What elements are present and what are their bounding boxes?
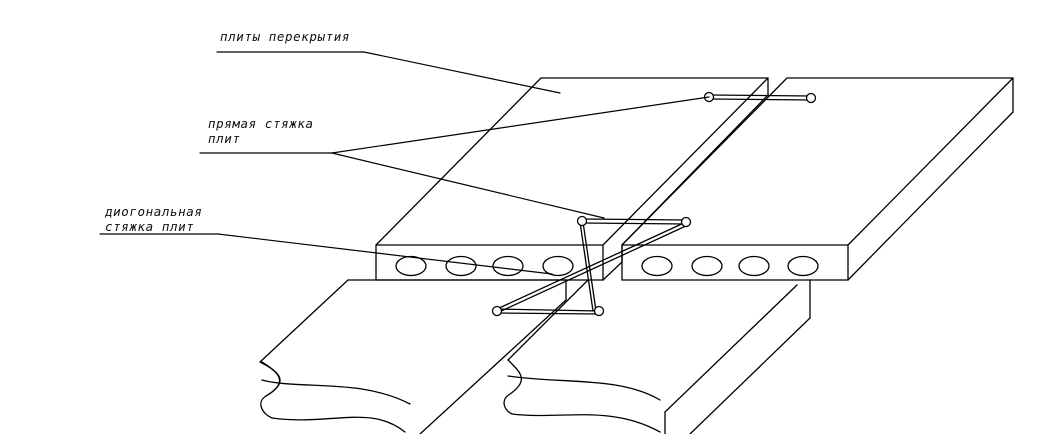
label-floor-slabs-text: плиты перекрытия: [220, 29, 351, 44]
diagonal-tie: [493, 217, 691, 316]
slab-right-cores: [642, 257, 818, 276]
label-straight-tie-line1: прямая стяжка: [208, 116, 314, 131]
leader-slabs: [217, 52, 560, 93]
label-diagonal-tie-line2: стяжка плит: [105, 219, 195, 234]
label-floor-slabs: плиты перекрытия: [220, 29, 350, 44]
slab-right: [622, 78, 1013, 280]
slab-left-cores: [396, 257, 573, 276]
leader-diagonal-tie: [100, 234, 552, 274]
straight-tie-top: [705, 93, 816, 103]
label-straight-tie: прямая стяжка плит: [208, 116, 314, 146]
label-diagonal-tie: диогональная стяжка плит: [105, 204, 203, 234]
straight-tie-edge: [582, 219, 686, 224]
label-straight-tie-line2: плит: [208, 131, 241, 146]
lower-wall-right: [504, 280, 810, 434]
label-diagonal-tie-line1: диогональная: [105, 204, 203, 219]
lower-wall-left: [260, 280, 566, 434]
leader-straight-tie: [200, 97, 709, 218]
